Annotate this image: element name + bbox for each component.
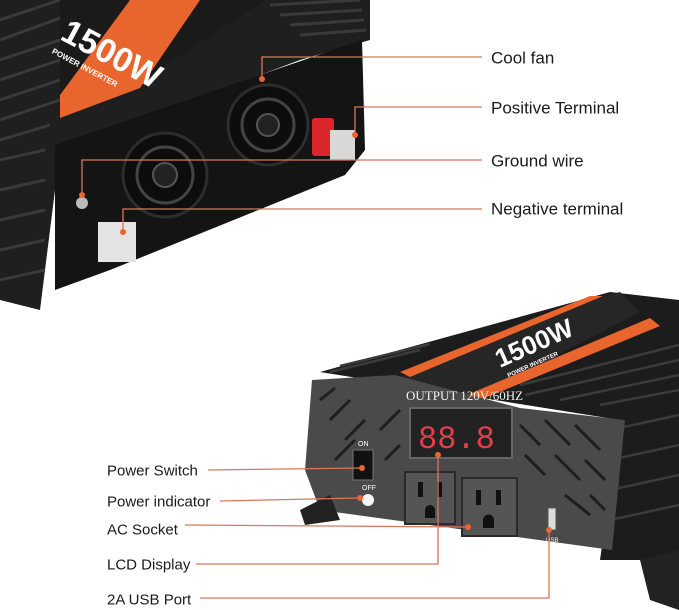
- leader-negative-terminal: [122, 208, 482, 232]
- switch-on-text: ON: [358, 441, 369, 448]
- label-cool-fan: Cool fan: [491, 48, 555, 68]
- label-negative-terminal: Negative terminal: [491, 199, 624, 219]
- leader-usb-port: [200, 530, 550, 599]
- leader-cool-fan: [261, 56, 482, 79]
- label-ground-wire: Ground wire: [491, 151, 584, 171]
- callout-dots: [79, 76, 552, 533]
- lcd-value: 88.8: [418, 421, 495, 458]
- usb-text: USB: [546, 538, 558, 544]
- switch-off-text: OFF: [362, 485, 376, 492]
- ac-socket: [404, 471, 518, 537]
- label-power-indicator: Power indicator: [107, 493, 211, 511]
- power-switch: [352, 449, 374, 481]
- mounting-foot-right: [640, 550, 679, 610]
- orange-stripe-2: [455, 318, 660, 405]
- label-power-switch: Power Switch: [107, 462, 198, 480]
- label-lcd-display: LCD Display: [107, 556, 191, 574]
- mounting-foot: [300, 495, 340, 525]
- negative-terminal: [98, 222, 136, 262]
- positive-terminal-cap: [312, 118, 334, 156]
- leader-lcd-display: [196, 455, 439, 565]
- orange-stripe: [60, 0, 200, 118]
- leader-ac-socket: [184, 524, 469, 528]
- usb-port: [547, 507, 557, 531]
- output-rating-text: OUTPUT 120V/60HZ: [406, 388, 523, 403]
- vent-pattern: [319, 386, 607, 517]
- top-inverter: 1500W POWER INVERTER: [0, 0, 370, 310]
- label-usb-port: 2A USB Port: [107, 591, 192, 609]
- ground-wire-screw: [76, 197, 88, 209]
- leader-power-indicator: [219, 497, 361, 502]
- label-ac-socket: AC Socket: [107, 521, 178, 539]
- leader-positive-terminal: [354, 106, 482, 135]
- leader-lines: [81, 56, 550, 599]
- front-panel: [305, 375, 625, 550]
- orange-stripe: [400, 296, 603, 377]
- power-indicator-led: [362, 494, 374, 506]
- leader-power-switch: [207, 467, 363, 471]
- bottom-inverter: 1500W POWER INVERTER OUTPUT 120V/60HZ 88…: [300, 292, 679, 610]
- leader-ground-wire: [81, 159, 482, 195]
- positive-terminal: [330, 130, 355, 160]
- label-positive-terminal: Positive Terminal: [491, 98, 620, 118]
- cooling-fan: [121, 83, 310, 219]
- lcd-display: [409, 407, 513, 459]
